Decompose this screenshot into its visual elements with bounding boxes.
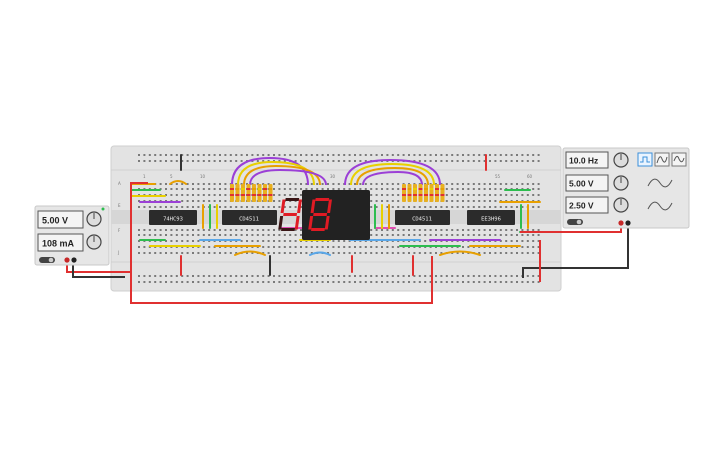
resistor[interactable] (413, 184, 417, 202)
chip-ee3h96[interactable]: EE3H96 (467, 210, 515, 225)
offset-readout: 2.50 V (569, 201, 594, 211)
seven-segment-display[interactable] (278, 190, 370, 240)
wire-black-ground (72, 261, 125, 278)
chip-label: CD4511 (412, 217, 432, 223)
resistor[interactable] (257, 184, 262, 202)
resistor[interactable] (246, 184, 251, 202)
resistor[interactable] (402, 184, 406, 202)
column-number-30: 30 (330, 174, 336, 179)
segment-f (310, 199, 316, 213)
resistor[interactable] (241, 184, 245, 202)
segment-g (313, 213, 328, 216)
voltage-readout: 5.00 V (42, 216, 68, 226)
segment-a (315, 198, 330, 201)
amplitude-display (565, 174, 609, 192)
resistor[interactable] (235, 184, 240, 202)
column-number-1: 1 (143, 174, 146, 179)
row-letter-f: F (118, 228, 121, 233)
chip-label: CD4511 (239, 217, 259, 223)
wire (344, 158, 441, 186)
segment-d (311, 228, 325, 231)
column-number-5: 5 (170, 174, 173, 179)
wire (350, 162, 435, 186)
resistor[interactable] (407, 184, 412, 202)
frequency-readout: 10.0 Hz (569, 156, 598, 166)
amplitude-readout: 5.00 V (569, 179, 594, 189)
segment-a (285, 198, 300, 201)
resistor[interactable] (263, 184, 267, 202)
resistor[interactable] (424, 184, 428, 202)
column-number-60: 60 (527, 174, 533, 179)
chip-cd4511-left[interactable]: CD4511 (222, 210, 277, 225)
wire-black-gen (522, 224, 629, 278)
row-letter-j: J (117, 250, 119, 255)
negative-terminal[interactable] (71, 257, 77, 263)
segment-b (327, 199, 332, 213)
resistor[interactable] (418, 184, 423, 202)
power-supply[interactable]: 5.00 V 108 mA (34, 205, 110, 266)
current-display (37, 233, 84, 252)
positive-terminal[interactable] (618, 220, 624, 226)
row-letter-a: A (118, 181, 121, 186)
chip-label: EE3H96 (481, 217, 501, 223)
column-number-55: 55 (495, 174, 501, 179)
segment-f (280, 199, 286, 213)
square-wave-icon[interactable] (637, 152, 653, 167)
resistor[interactable] (429, 184, 434, 202)
negative-terminal[interactable] (625, 220, 631, 226)
wire (234, 250, 266, 256)
display-bus-wires[interactable] (231, 156, 441, 186)
waveform-preview-icon (647, 178, 673, 188)
function-generator[interactable]: 10.0 Hz 5.00 V 2.50 V (562, 147, 690, 229)
voltage-display (37, 210, 84, 229)
resistor[interactable] (230, 184, 234, 202)
display-digit-4 (278, 198, 302, 231)
wire (309, 251, 331, 256)
wire-red-power (130, 182, 148, 272)
resistor-array-right[interactable] (402, 184, 445, 202)
chip-cd4511-right[interactable]: CD4511 (395, 210, 450, 225)
wire (356, 166, 429, 186)
wire (439, 250, 481, 256)
wire (243, 164, 321, 186)
wire (249, 168, 327, 186)
resistor[interactable] (268, 184, 273, 202)
resistor[interactable] (440, 184, 445, 202)
row-letter-e: E (118, 203, 121, 208)
column-number-10: 10 (200, 174, 206, 179)
power-on-indicator (101, 207, 105, 211)
segment-b (297, 199, 302, 213)
resistor-array-left[interactable] (230, 184, 273, 202)
segment-g (283, 213, 298, 216)
resistor[interactable] (435, 184, 439, 202)
offset-display (565, 196, 609, 214)
segment-c (324, 216, 330, 230)
frequency-display (565, 151, 609, 169)
segment-e (308, 216, 314, 230)
display-digit-8 (308, 198, 332, 231)
wire (169, 180, 187, 185)
chip-label: 74HC93 (163, 217, 183, 223)
wire (362, 170, 423, 186)
segment-d (281, 228, 295, 231)
waveform-preview-icon (647, 201, 673, 211)
segment-e (278, 216, 284, 230)
segment-c (294, 216, 300, 230)
positive-terminal[interactable] (64, 257, 70, 263)
resistor[interactable] (252, 184, 256, 202)
wire-red-power (66, 256, 433, 304)
wire (237, 160, 315, 186)
chip-74hc93[interactable]: 74HC93 (149, 210, 197, 225)
current-readout: 108 mA (42, 239, 75, 249)
